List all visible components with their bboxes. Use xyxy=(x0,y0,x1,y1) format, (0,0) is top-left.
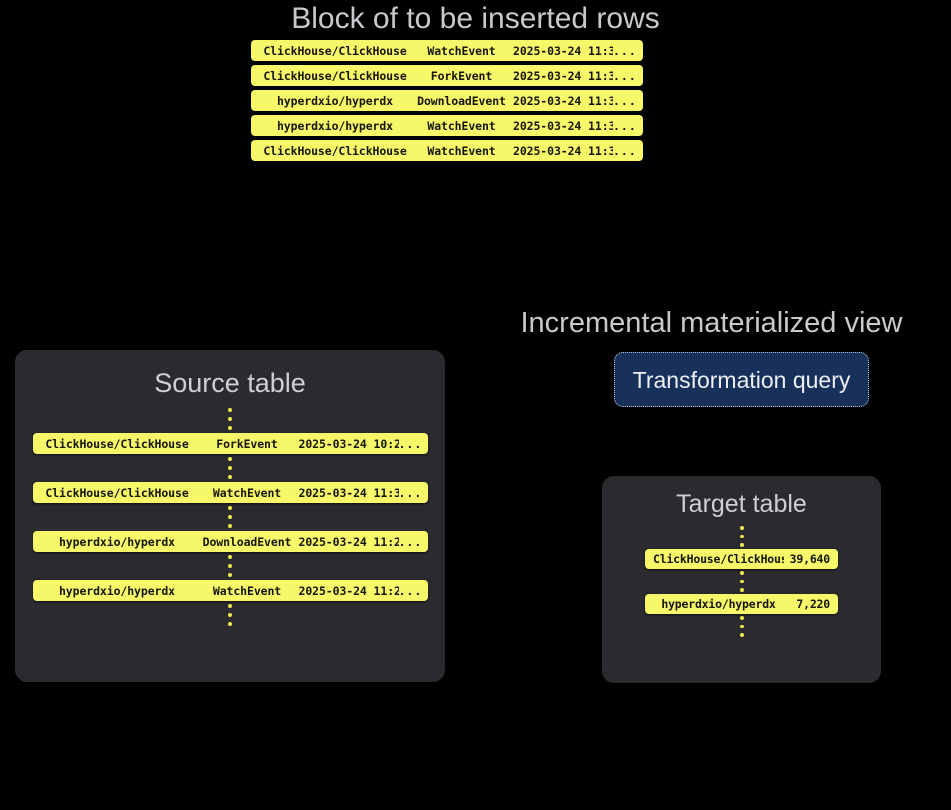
table-row: ClickHouse/ClickHouse WatchEvent 2025-03… xyxy=(251,40,643,61)
source-table-rows: ClickHouse/ClickHouse ForkEvent 2025-03-… xyxy=(15,405,445,629)
source-table-title: Source table xyxy=(154,368,306,398)
row-more-ellipsis: ... xyxy=(398,436,422,451)
row-repo: hyperdxio/hyperdx xyxy=(661,597,776,611)
row-repo: ClickHouse/ClickHouse xyxy=(45,485,189,500)
vertical-ellipsis-icon xyxy=(739,616,744,638)
table-row: hyperdxio/hyperdx WatchEvent 2025-03-24 … xyxy=(251,115,643,136)
row-time: 2025-03-24 11:28:32 xyxy=(298,583,399,598)
row-repo: hyperdxio/hyperdx xyxy=(58,583,175,598)
row-event: WatchEvent xyxy=(212,485,282,500)
row-event: DownloadEvent xyxy=(417,93,506,108)
vertical-ellipsis-icon xyxy=(228,604,232,626)
table-row: hyperdxio/hyperdx 7,220 xyxy=(645,594,838,614)
row-time: 2025-03-24 11:20:12 xyxy=(298,534,399,549)
vertical-ellipsis-icon xyxy=(739,571,744,593)
row-event: WatchEvent xyxy=(212,583,282,598)
table-row: hyperdxio/hyperdx WatchEvent 2025-03-24 … xyxy=(32,580,428,601)
transformation-query-label: Transformation query xyxy=(632,366,851,393)
table-row: ClickHouse/ClickHouse ForkEvent 2025-03-… xyxy=(251,65,643,86)
row-repo: hyperdxio/hyperdx xyxy=(276,118,393,133)
row-event: WatchEvent xyxy=(427,43,496,58)
row-time: 2025-03-24 11:35:48 xyxy=(513,93,613,108)
row-repo: hyperdxio/hyperdx xyxy=(276,93,393,108)
row-time: 2025-03-24 10:25:00 xyxy=(298,436,399,451)
table-row: hyperdxio/hyperdx DownloadEvent 2025-03-… xyxy=(32,531,428,552)
row-event: WatchEvent xyxy=(427,118,496,133)
table-row: ClickHouse/ClickHouse ForkEvent 2025-03-… xyxy=(32,433,428,454)
row-more-ellipsis: ... xyxy=(398,485,422,500)
row-repo: ClickHouse/ClickHouse xyxy=(653,552,784,566)
vertical-ellipsis-icon xyxy=(228,457,232,479)
vertical-ellipsis-icon xyxy=(228,408,232,430)
row-repo: ClickHouse/ClickHouse xyxy=(45,436,189,451)
row-count: 7,220 xyxy=(796,597,830,611)
row-more-ellipsis: ... xyxy=(398,534,422,549)
block-of-rows-title: Block of to be inserted rows xyxy=(291,2,660,35)
row-more-ellipsis: ... xyxy=(613,68,634,83)
transformation-query-box: Transformation query xyxy=(614,352,869,407)
row-more-ellipsis: ... xyxy=(613,143,634,158)
row-more-ellipsis: ... xyxy=(613,93,634,108)
vertical-ellipsis-icon xyxy=(739,526,744,548)
table-row: ClickHouse/ClickHouse WatchEvent 2025-03… xyxy=(251,140,643,161)
incremental-materialized-view-title: Incremental materialized view xyxy=(520,307,903,339)
row-more-ellipsis: ... xyxy=(613,43,634,58)
row-time: 2025-03-24 11:35:44 xyxy=(513,68,613,83)
row-time: 2025-03-24 11:35:52 xyxy=(513,118,613,133)
row-event: ForkEvent xyxy=(430,68,493,83)
row-event: WatchEvent xyxy=(427,143,496,158)
row-more-ellipsis: ... xyxy=(398,583,422,598)
target-table-title: Target table xyxy=(676,490,807,518)
row-event: ForkEvent xyxy=(216,436,278,451)
table-row: ClickHouse/ClickHouse WatchEvent 2025-03… xyxy=(32,482,428,503)
row-time: 2025-03-24 11:32:54 xyxy=(298,485,399,500)
inserted-rows-block: ClickHouse/ClickHouse WatchEvent 2025-03… xyxy=(251,40,643,165)
target-table-card: Target table ClickHouse/ClickHouse 39,64… xyxy=(602,476,881,683)
row-repo: ClickHouse/ClickHouse xyxy=(263,143,407,158)
row-more-ellipsis: ... xyxy=(613,118,634,133)
target-table-rows: ClickHouse/ClickHouse 39,640 hyperdxio/h… xyxy=(602,524,881,639)
row-repo: hyperdxio/hyperdx xyxy=(58,534,175,549)
row-count: 39,640 xyxy=(789,552,830,566)
table-row: hyperdxio/hyperdx DownloadEvent 2025-03-… xyxy=(251,90,643,111)
row-time: 2025-03-24 11:35:54 xyxy=(513,143,613,158)
vertical-ellipsis-icon xyxy=(228,555,232,577)
row-repo: ClickHouse/ClickHouse xyxy=(263,68,407,83)
row-event: DownloadEvent xyxy=(202,534,292,549)
row-time: 2025-03-24 11:35:40 xyxy=(513,43,613,58)
source-table-card: Source table ClickHouse/ClickHouse ForkE… xyxy=(15,350,445,682)
vertical-ellipsis-icon xyxy=(228,506,232,528)
table-row: ClickHouse/ClickHouse 39,640 xyxy=(645,549,838,569)
row-repo: ClickHouse/ClickHouse xyxy=(263,43,407,58)
